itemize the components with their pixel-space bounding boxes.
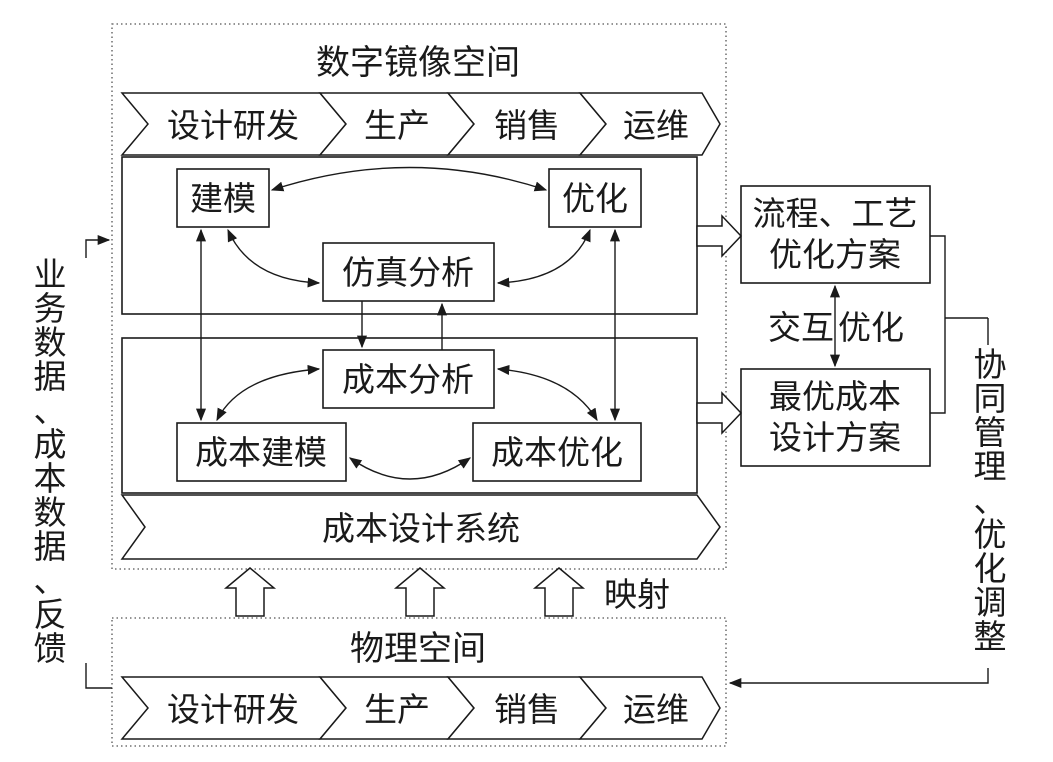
left-feedback-char: 数 — [34, 323, 67, 362]
cost-design-system-bar — [120, 494, 721, 560]
to-cost-plan-arrow — [696, 391, 743, 435]
left-feedback-char: 据 — [34, 357, 67, 396]
optimization-node — [548, 168, 642, 228]
right-feedback-label: 协 同 管 理 、 优 化 调 整 — [974, 345, 1007, 656]
physical-stage-label-operation: 运维 — [623, 690, 689, 729]
process-plan-line1: 流程、工艺 — [753, 194, 918, 233]
mapping-label: 映射 — [604, 575, 670, 614]
interaction-label-part2: 优化 — [838, 308, 904, 347]
cost-plan-line1: 最优成本 — [769, 377, 901, 416]
right-feedback-char: 化 — [974, 549, 1007, 588]
digital-space-title: 数字镜像空间 — [316, 43, 520, 83]
physical-stage-operation — [578, 676, 721, 740]
cost-plan-line2: 设计方案 — [769, 418, 901, 457]
physical-space-title: 物理空间 — [350, 629, 486, 669]
right-feedback-char: 整 — [974, 617, 1007, 656]
cost-modeling-node — [176, 422, 347, 482]
cost-optimization-label: 成本优化 — [491, 433, 623, 472]
simulation-optimization-arrow — [496, 228, 591, 288]
left-feedback-arrow — [85, 234, 111, 258]
process-plan-line2: 优化方案 — [769, 235, 901, 274]
modeling-simulation-arrow — [227, 228, 321, 288]
right-feedback-char: 优 — [974, 515, 1007, 554]
left-feedback-char: 业 — [34, 255, 67, 294]
mapping-up-arrow — [223, 567, 277, 617]
cost-design-system-label: 成本设计系统 — [322, 509, 520, 548]
physical-stage-label-production: 生产 — [364, 690, 430, 729]
physical-space-frame — [111, 617, 727, 747]
simulation-node — [322, 242, 495, 302]
modeling-optimization-arrow — [270, 166, 548, 192]
left-feedback-label: 业 务 数 据 、 成 本 数 据 、 反 馈 — [34, 255, 67, 668]
cost-modeling-label: 成本建模 — [195, 433, 327, 472]
cost-analysis-label: 成本分析 — [342, 360, 474, 399]
cost-modeling-optimization-arrow — [348, 457, 472, 480]
left-feedback-char: 馈 — [34, 629, 67, 668]
cost-optimization-node — [472, 422, 642, 482]
digital-stage-label-production: 生产 — [364, 106, 430, 145]
mapping-up-arrow — [393, 567, 447, 617]
physical-stage-label-sales: 销售 — [494, 690, 560, 729]
right-feedback-return-arrow — [728, 668, 989, 689]
left-feedback-char: 、 — [34, 561, 67, 600]
right-feedback-char: 理 — [974, 447, 1007, 486]
right-bracket — [930, 235, 946, 414]
cost-analysis-node — [322, 349, 495, 409]
modeling-label: 建模 — [190, 179, 256, 218]
interaction-label-part1: 交互 — [768, 308, 834, 347]
physical-stage-bar: 设计研发 生产 销售 运维 — [120, 676, 721, 740]
left-feedback-char: 、 — [34, 391, 67, 430]
to-process-plan-arrow — [696, 214, 743, 258]
cost-plan-box — [740, 368, 931, 467]
right-feedback-char: 、 — [974, 481, 1007, 520]
cost-analysis-modeling-arrow — [216, 364, 321, 422]
right-feedback-char: 协 — [974, 345, 1007, 384]
left-feedback-char: 反 — [34, 595, 67, 634]
mapping-arrows — [223, 567, 586, 617]
left-feedback-line-bottom — [85, 663, 112, 689]
digital-stage-label-design: 设计研发 — [167, 106, 299, 145]
left-feedback-char: 据 — [34, 527, 67, 566]
modeling-node — [176, 168, 270, 228]
mapping-up-arrow — [532, 567, 586, 617]
digital-stage-label-sales: 销售 — [494, 106, 560, 145]
cost-analysis-optimization-arrow — [496, 364, 598, 422]
simulation-label: 仿真分析 — [342, 253, 474, 292]
right-feedback-char: 调 — [974, 583, 1007, 622]
left-feedback-char: 成 — [34, 425, 67, 464]
physical-stage-label-design: 设计研发 — [167, 690, 299, 729]
left-feedback-char: 本 — [34, 459, 67, 498]
left-feedback-char: 务 — [34, 289, 67, 328]
right-feedback-char: 同 — [974, 379, 1007, 418]
left-feedback-char: 数 — [34, 493, 67, 532]
process-plan-box — [740, 185, 931, 284]
right-feedback-char: 管 — [974, 413, 1007, 452]
digital-stage-label-operation: 运维 — [623, 106, 689, 145]
digital-space-frame — [111, 23, 727, 570]
digital-stage-operation — [578, 92, 721, 156]
digital-stage-bar: 设计研发 生产 销售 运维 — [120, 92, 721, 156]
optimization-label: 优化 — [562, 179, 628, 218]
